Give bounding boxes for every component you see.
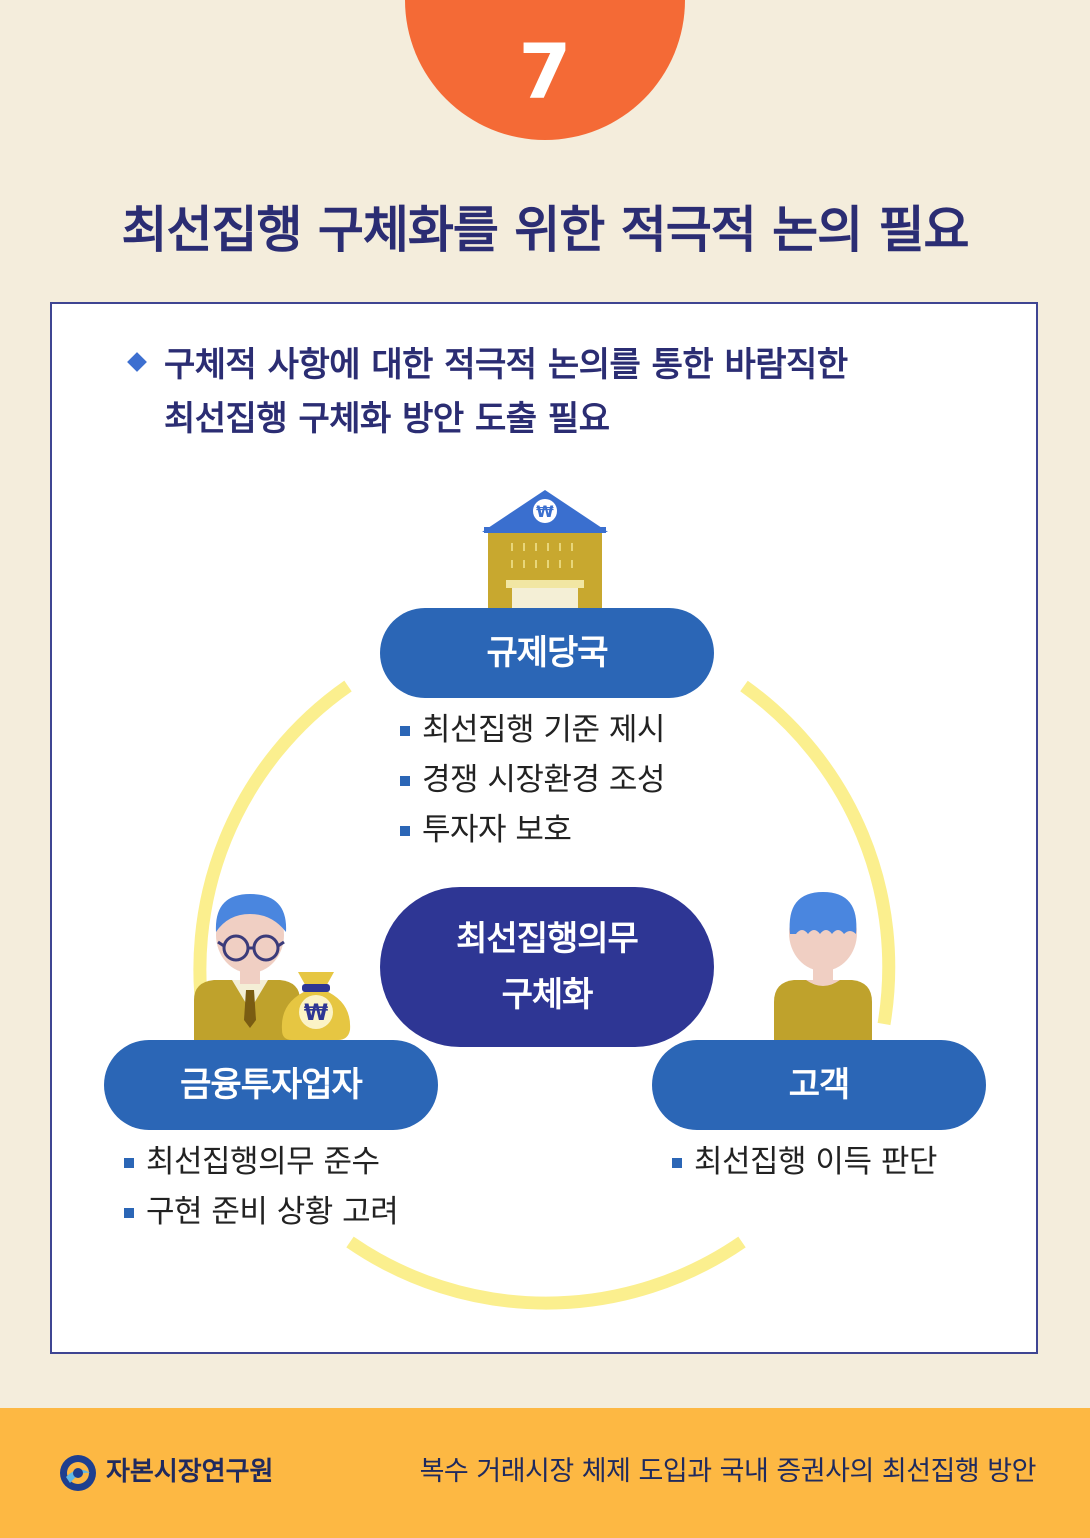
money-bag-icon: ₩ — [281, 972, 351, 1040]
list-item: 최선집행 기준 제시 — [398, 705, 665, 755]
list-item: 최선집행 이득 판단 — [670, 1137, 937, 1187]
customer-label: 고객 — [652, 1040, 986, 1130]
cycle-arc-left — [193, 680, 352, 1036]
cycle-arc-bottom — [346, 1236, 746, 1310]
regulator-label: 규제당국 — [380, 608, 714, 698]
financial-firm-duties: 최선집행의무 준수 구현 준비 상황 고려 — [122, 1137, 399, 1237]
center-topic-line-1: 최선집행의무 — [456, 919, 639, 959]
organization-name: 자본시장연구원 — [106, 1457, 274, 1487]
center-topic: 최선집행의무 구체화 — [380, 887, 714, 1047]
badge-number: 7 — [518, 27, 572, 116]
financial-person-icon — [194, 894, 300, 1040]
cycle-arc-right — [740, 680, 896, 1026]
kcmi-logo-icon — [60, 1455, 96, 1491]
intro-line-1: 구체적 사항에 대한 적극적 논의를 통한 바람직한 — [164, 345, 848, 385]
regulator-duties: 최선집행 기준 제시 경쟁 시장환경 조성 투자자 보호 — [398, 705, 665, 855]
intro-line-2: 최선집행 구체화 방안 도출 필요 — [164, 399, 610, 439]
customer-person-icon — [774, 892, 872, 1040]
financial-firm-label: 금융투자업자 — [104, 1040, 438, 1130]
list-item: 투자자 보호 — [398, 805, 665, 855]
document-title: 복수 거래시장 체제 도입과 국내 증권사의 최선집행 방안 — [419, 1456, 1037, 1487]
bank-currency-symbol: ₩ — [536, 502, 554, 521]
list-item: 최선집행의무 준수 — [122, 1137, 398, 1187]
bank-building-icon: ₩ — [482, 490, 608, 608]
intro-text: 구체적 사항에 대한 적극적 논의를 통한 바람직한 최선집행 구체화 방안 도… — [127, 338, 1010, 446]
center-topic-line-2: 구체화 — [501, 975, 594, 1015]
footer-bar — [0, 1408, 1090, 1538]
list-item: 경쟁 시장환경 조성 — [398, 755, 665, 805]
list-item: 구현 준비 상황 고려 — [122, 1187, 399, 1237]
page-title: 최선집행 구체화를 위한 적극적 논의 필요 — [121, 201, 969, 259]
money-bag-currency-symbol: ₩ — [304, 1001, 328, 1026]
content-panel — [50, 302, 1038, 1354]
customer-duties: 최선집행 이득 판단 — [670, 1137, 937, 1187]
